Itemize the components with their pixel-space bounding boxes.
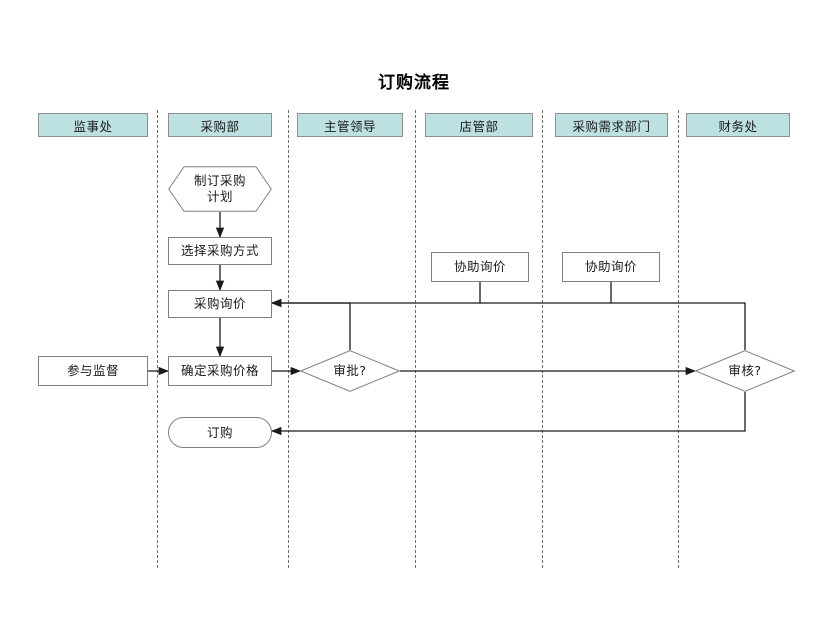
lane-header-5: 财务处 [686, 113, 790, 137]
node-review[interactable]: 审核? [694, 350, 796, 392]
lane-header-1: 采购部 [168, 113, 272, 137]
node-plan[interactable]: 制订采购 计划 [168, 166, 272, 212]
lane-header-label: 采购需求部门 [572, 118, 651, 134]
lane-divider-3 [542, 110, 543, 568]
lane-divider-0 [157, 110, 158, 568]
node-shape-diamond [299, 350, 401, 392]
node-approve[interactable]: 审批? [299, 350, 401, 392]
edge-review-to-order [270, 392, 746, 436]
node-label: 协助询价 [584, 259, 637, 275]
lane-header-label: 主管领导 [323, 118, 376, 134]
edge-approve-to-inquiry [270, 298, 351, 350]
lane-divider-4 [678, 110, 679, 568]
lane-header-label: 店管部 [459, 118, 499, 134]
node-label: 制订采购 计划 [193, 173, 246, 204]
node-order[interactable]: 订购 [168, 417, 272, 448]
lane-header-label: 监事处 [73, 118, 113, 134]
node-price[interactable]: 确定采购价格 [168, 356, 272, 386]
lane-divider-2 [415, 110, 416, 568]
node-label: 确定采购价格 [180, 363, 259, 379]
node-label: 采购询价 [193, 296, 246, 312]
node-inquiry[interactable]: 采购询价 [168, 290, 272, 318]
node-label: 参与监督 [66, 363, 119, 379]
node-assist1[interactable]: 协助询价 [431, 252, 529, 282]
lane-header-4: 采购需求部门 [555, 113, 668, 137]
node-shape-diamond [694, 350, 796, 392]
node-label: 选择采购方式 [180, 243, 259, 259]
lane-header-label: 采购部 [200, 118, 240, 134]
node-label: 审批? [333, 363, 367, 379]
node-label: 审核? [728, 363, 762, 379]
node-shape-hex [168, 166, 272, 212]
lane-header-3: 店管部 [425, 113, 533, 137]
lane-header-2: 主管领导 [297, 113, 403, 137]
edge-review-to-inquiry [270, 298, 746, 350]
node-label: 订购 [206, 424, 233, 440]
page-title: 订购流程 [378, 73, 450, 93]
node-supervise[interactable]: 参与监督 [38, 356, 148, 386]
lane-header-0: 监事处 [38, 113, 148, 137]
lane-divider-1 [288, 110, 289, 568]
node-assist2[interactable]: 协助询价 [562, 252, 660, 282]
lane-header-label: 财务处 [718, 118, 758, 134]
node-label: 协助询价 [453, 259, 506, 275]
node-method[interactable]: 选择采购方式 [168, 237, 272, 265]
